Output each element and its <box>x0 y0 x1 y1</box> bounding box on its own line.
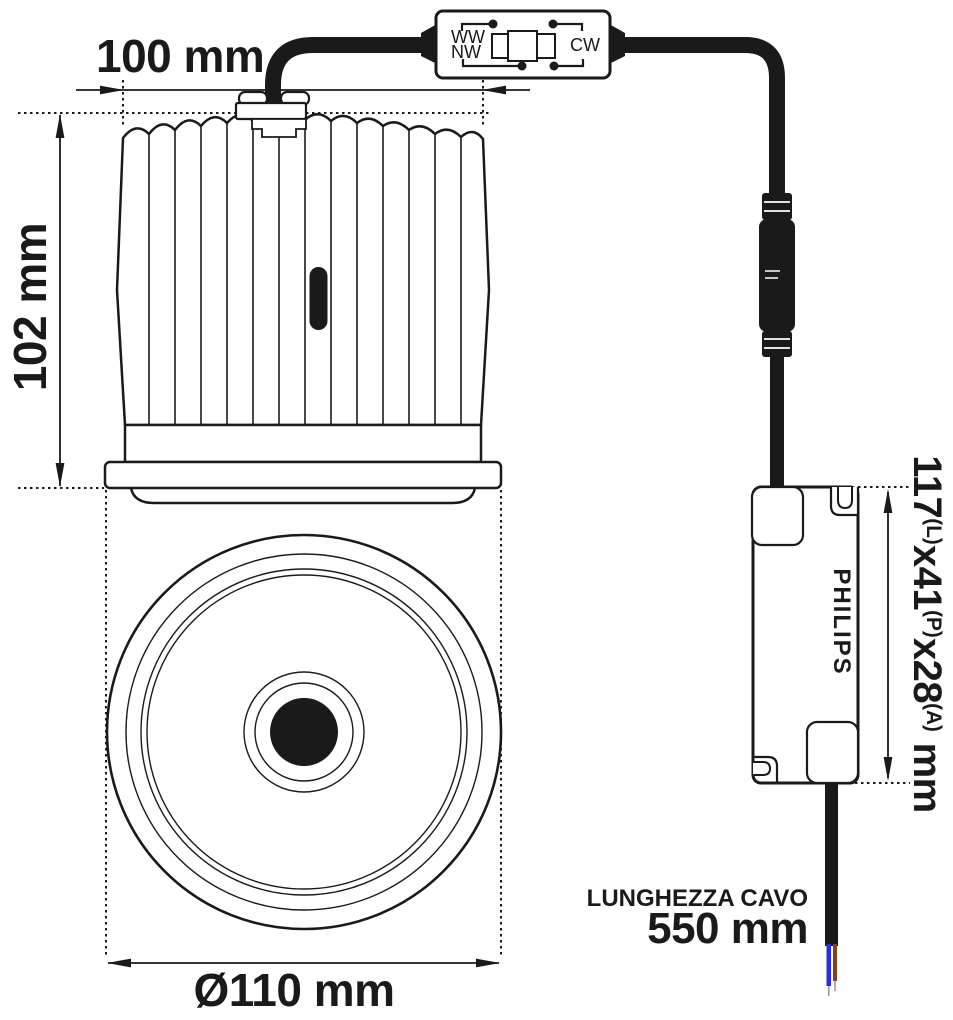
switch-label-nw: NW <box>451 42 481 62</box>
lamp-front-view <box>105 533 503 931</box>
driver-dimensions-label: 117(L)x41(P)x28(A) mm <box>905 455 949 813</box>
driver-brand-label: PHILIPS <box>828 568 855 676</box>
driver-pad-top-left <box>750 485 805 547</box>
connector-ridges-bottom <box>762 331 792 357</box>
cct-selector-switch <box>421 9 625 80</box>
front-rim-inner-3 <box>146 574 462 890</box>
driver-housing <box>751 485 860 785</box>
lamp-body-band <box>123 423 483 464</box>
connector-ridges-top <box>762 193 792 220</box>
driver-dim-height-sup: (A) <box>921 703 945 732</box>
dim-driver-height-line <box>883 489 893 781</box>
lamp-side-view <box>103 112 503 505</box>
connector-barrel <box>759 219 795 332</box>
dim-diameter-line <box>107 958 500 968</box>
cable-length-title: LUNGHEZZA CAVO <box>586 885 808 912</box>
clamp-plate <box>234 101 308 121</box>
dim-height-line <box>55 114 65 487</box>
cable-selector-to-connector <box>624 37 785 196</box>
selector-position-dots <box>488 19 559 71</box>
selector-cable-boot-left <box>421 24 437 64</box>
front-rim-inner-2 <box>140 568 468 896</box>
clamp-bracket <box>251 118 307 138</box>
driver-dim-unit: mm <box>905 731 949 813</box>
dim-top-width-line <box>76 85 530 95</box>
wire-brown <box>833 944 837 981</box>
heatsink-slot <box>309 267 328 330</box>
dimension-lines <box>55 85 893 968</box>
trim-ring-flange <box>103 460 503 490</box>
inline-connector <box>759 193 795 490</box>
driver-pad-bottom-right <box>805 720 860 785</box>
cable-driver-output <box>825 783 838 946</box>
dim-top-width-label: 100 mm <box>96 30 265 82</box>
driver-mount-slot-bottom-left <box>753 761 772 776</box>
driver-mount-slot-top-right <box>837 487 853 510</box>
heatsink-silhouette <box>115 112 491 427</box>
cable-clamp <box>234 90 311 138</box>
front-hub-outer <box>243 671 365 793</box>
dim-height-label: 102 mm <box>4 222 56 392</box>
wire-blue <box>826 944 831 986</box>
heatsink-fins <box>148 120 462 425</box>
front-hub-inner <box>254 682 354 782</box>
front-rim-inner-1 <box>125 553 483 911</box>
driver-dim-length-sup: (L) <box>921 518 945 545</box>
cable-length-value: 550 mm <box>647 904 808 953</box>
cable-lamp-to-selector <box>265 37 422 122</box>
driver-dim-depth: x41 <box>905 544 949 611</box>
wire-tips <box>827 981 836 996</box>
driver-dim-length: 117 <box>905 455 949 519</box>
dim-diameter-label: Ø110 mm <box>193 964 395 1016</box>
driver-dim-depth-sup: (P) <box>921 610 945 638</box>
driver-dim-height: x28 <box>905 637 949 704</box>
selector-position-brackets <box>460 22 585 68</box>
led-driver-box <box>750 485 860 996</box>
lens-lip <box>129 487 477 505</box>
selector-cable-boot-right <box>609 24 625 64</box>
selector-slider-knob[interactable] <box>507 30 538 62</box>
front-led-aperture <box>270 698 338 766</box>
switch-label-cw: CW <box>570 35 600 55</box>
switch-label-ww: WW <box>451 27 485 47</box>
